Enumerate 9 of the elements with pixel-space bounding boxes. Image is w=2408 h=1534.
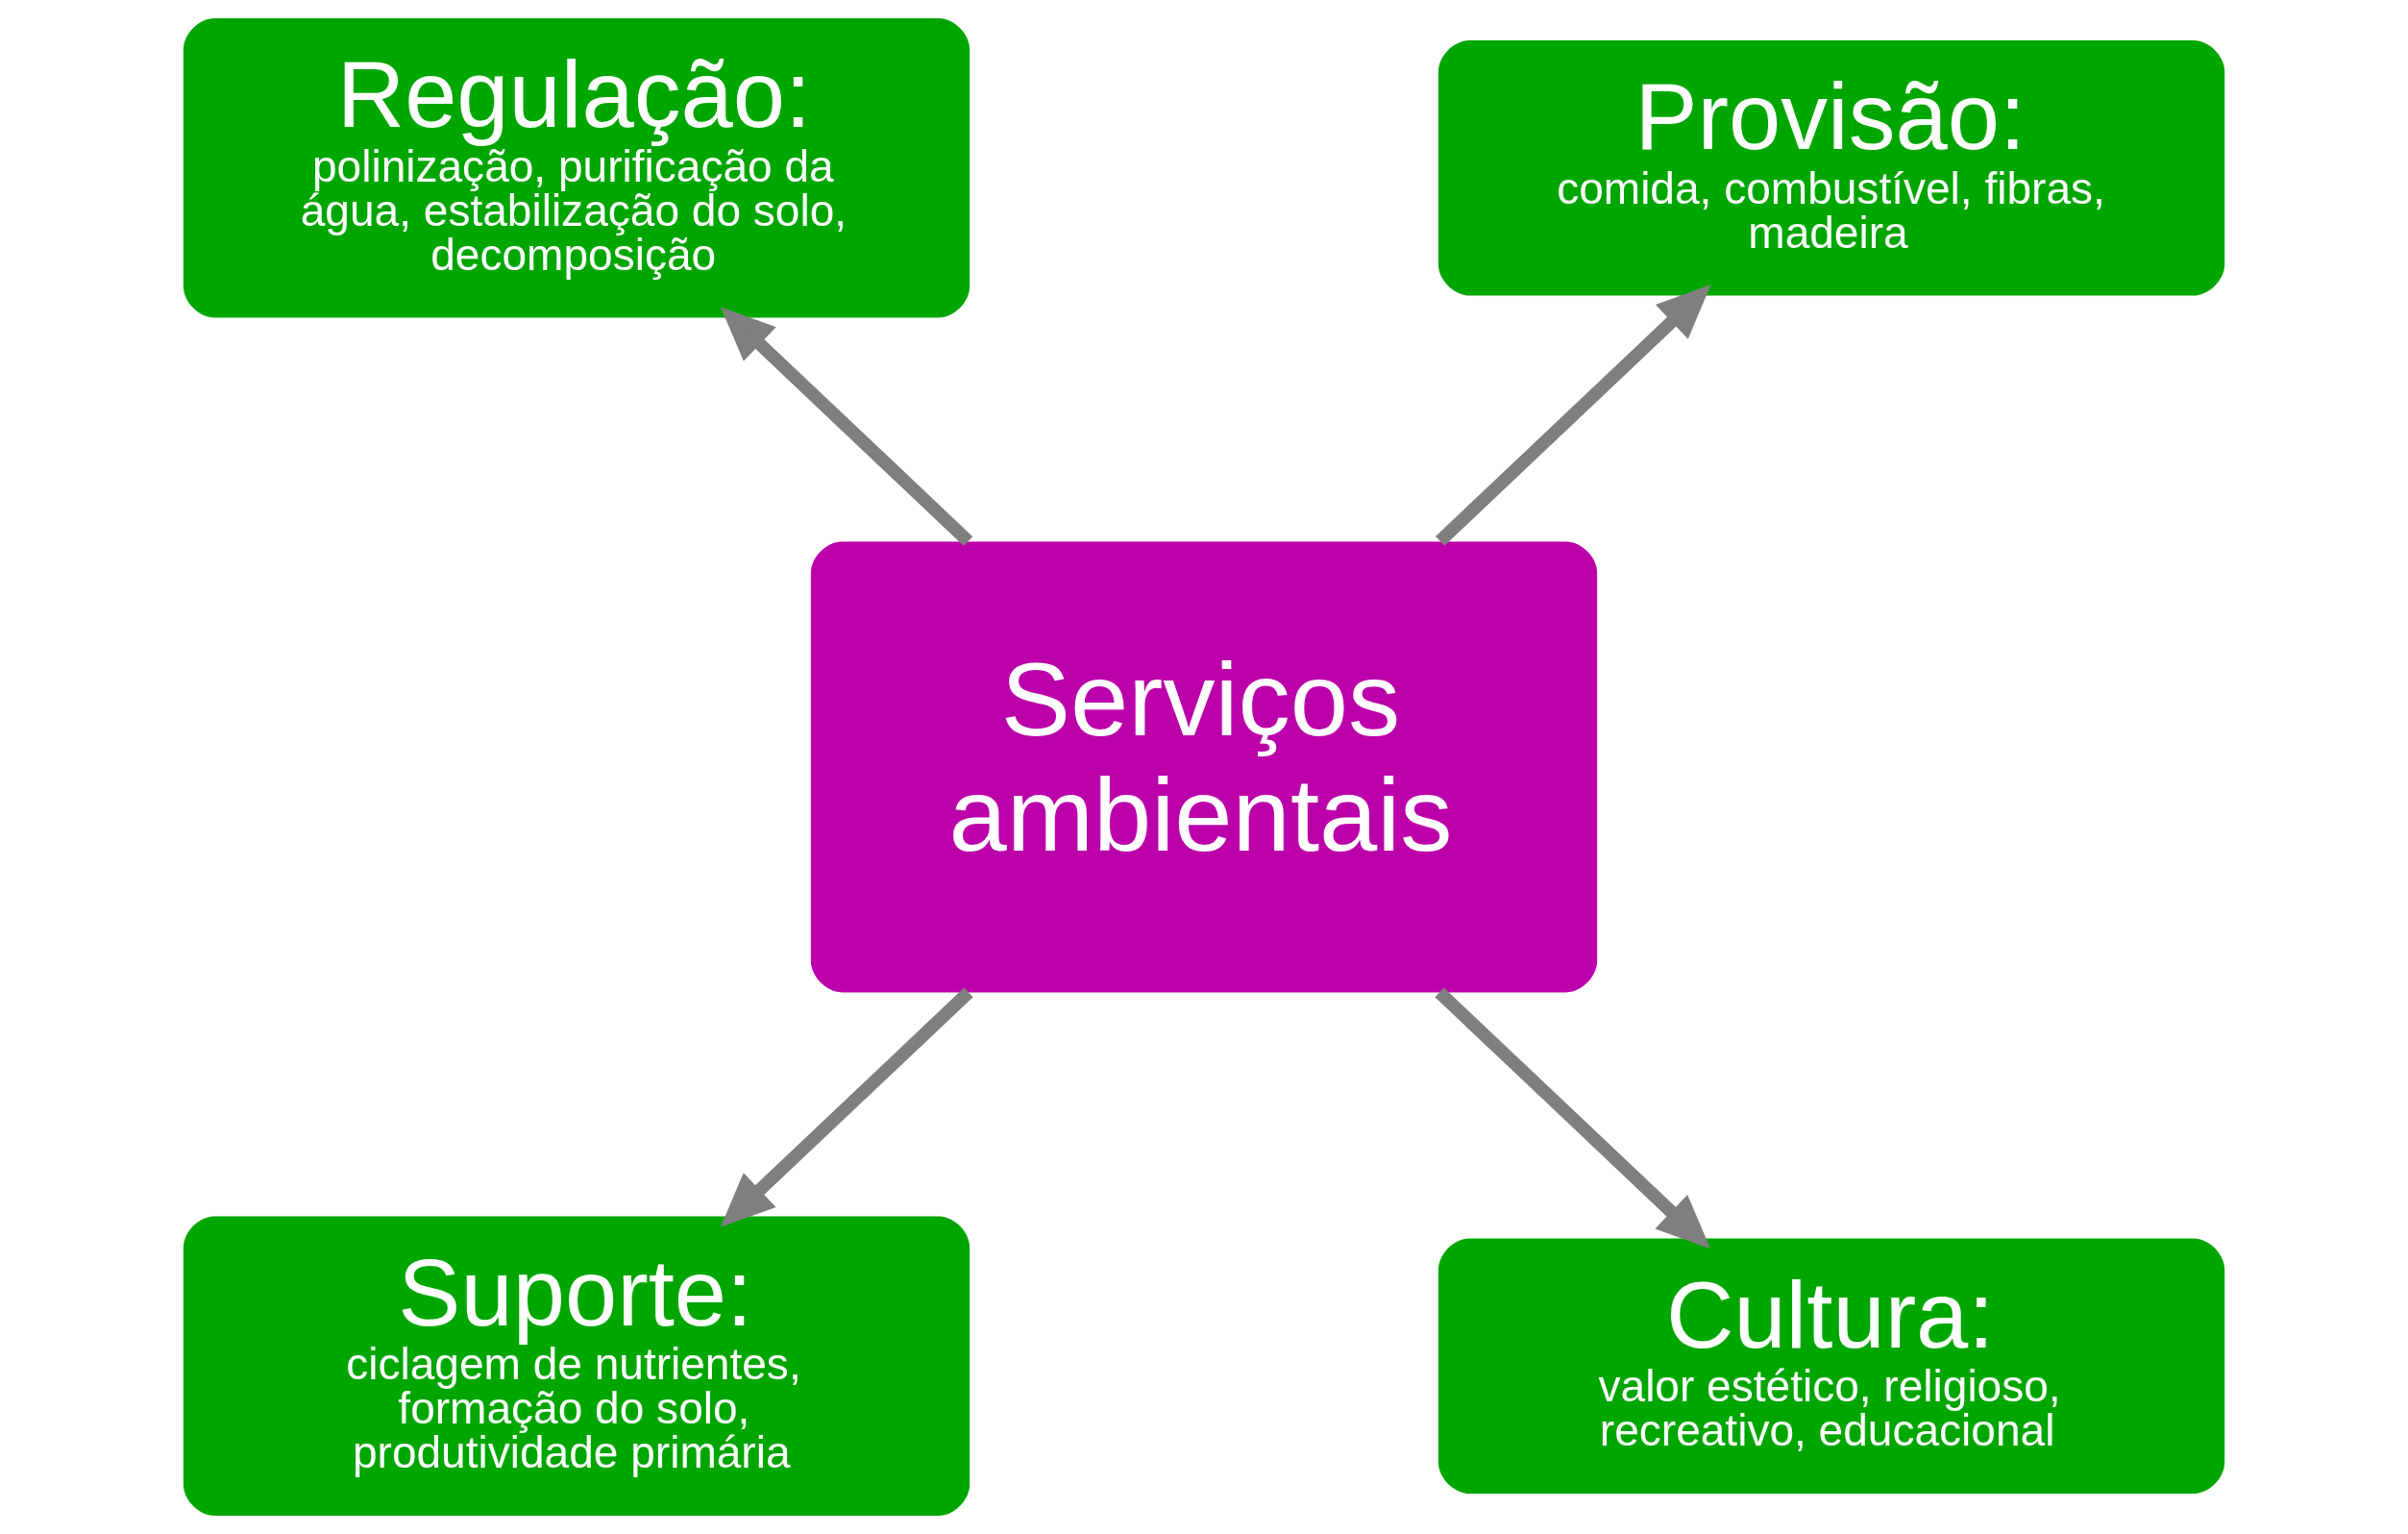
arrow bbox=[720, 307, 973, 546]
node-box: Suporte: ciclagem de nutrientes, formação do solo, produtividade primária bbox=[183, 1216, 971, 1516]
node-box: Regulação: polinização, purificação da água, estabilização do solo, decomposição bbox=[183, 18, 971, 318]
node-box: Cultura: valor estético, religioso, recreativo, educacional bbox=[1437, 1238, 2225, 1494]
node-box: Provisão: comida, combustível, fibras, madeira bbox=[1437, 40, 2225, 296]
node-box: Serviços ambientais bbox=[810, 541, 1598, 993]
arrow bbox=[720, 987, 973, 1227]
arrow bbox=[1435, 987, 1711, 1249]
arrow bbox=[1436, 285, 1711, 546]
